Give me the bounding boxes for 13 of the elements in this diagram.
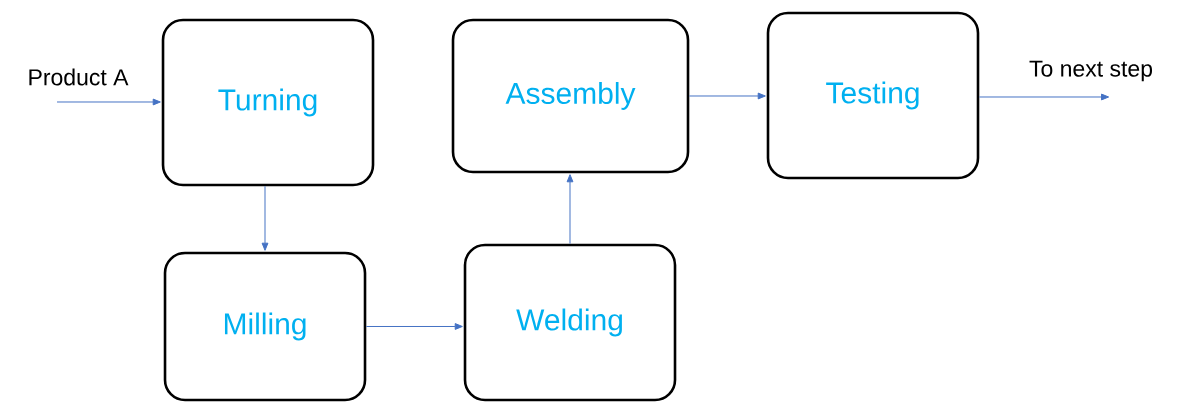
process-box: Milling <box>163 251 367 402</box>
process-box: Turning <box>161 18 375 187</box>
arrow <box>978 93 1110 101</box>
edge-label: Product A <box>26 67 130 87</box>
arrow <box>56 98 161 106</box>
edge-label: To next step <box>1028 59 1154 83</box>
process-box: Assembly <box>451 18 690 174</box>
process-box: Welding <box>463 243 677 402</box>
process-box: Testing <box>766 11 980 180</box>
arrow <box>688 92 766 100</box>
arrow <box>365 323 463 330</box>
arrow <box>261 185 269 251</box>
arrow <box>566 174 574 245</box>
